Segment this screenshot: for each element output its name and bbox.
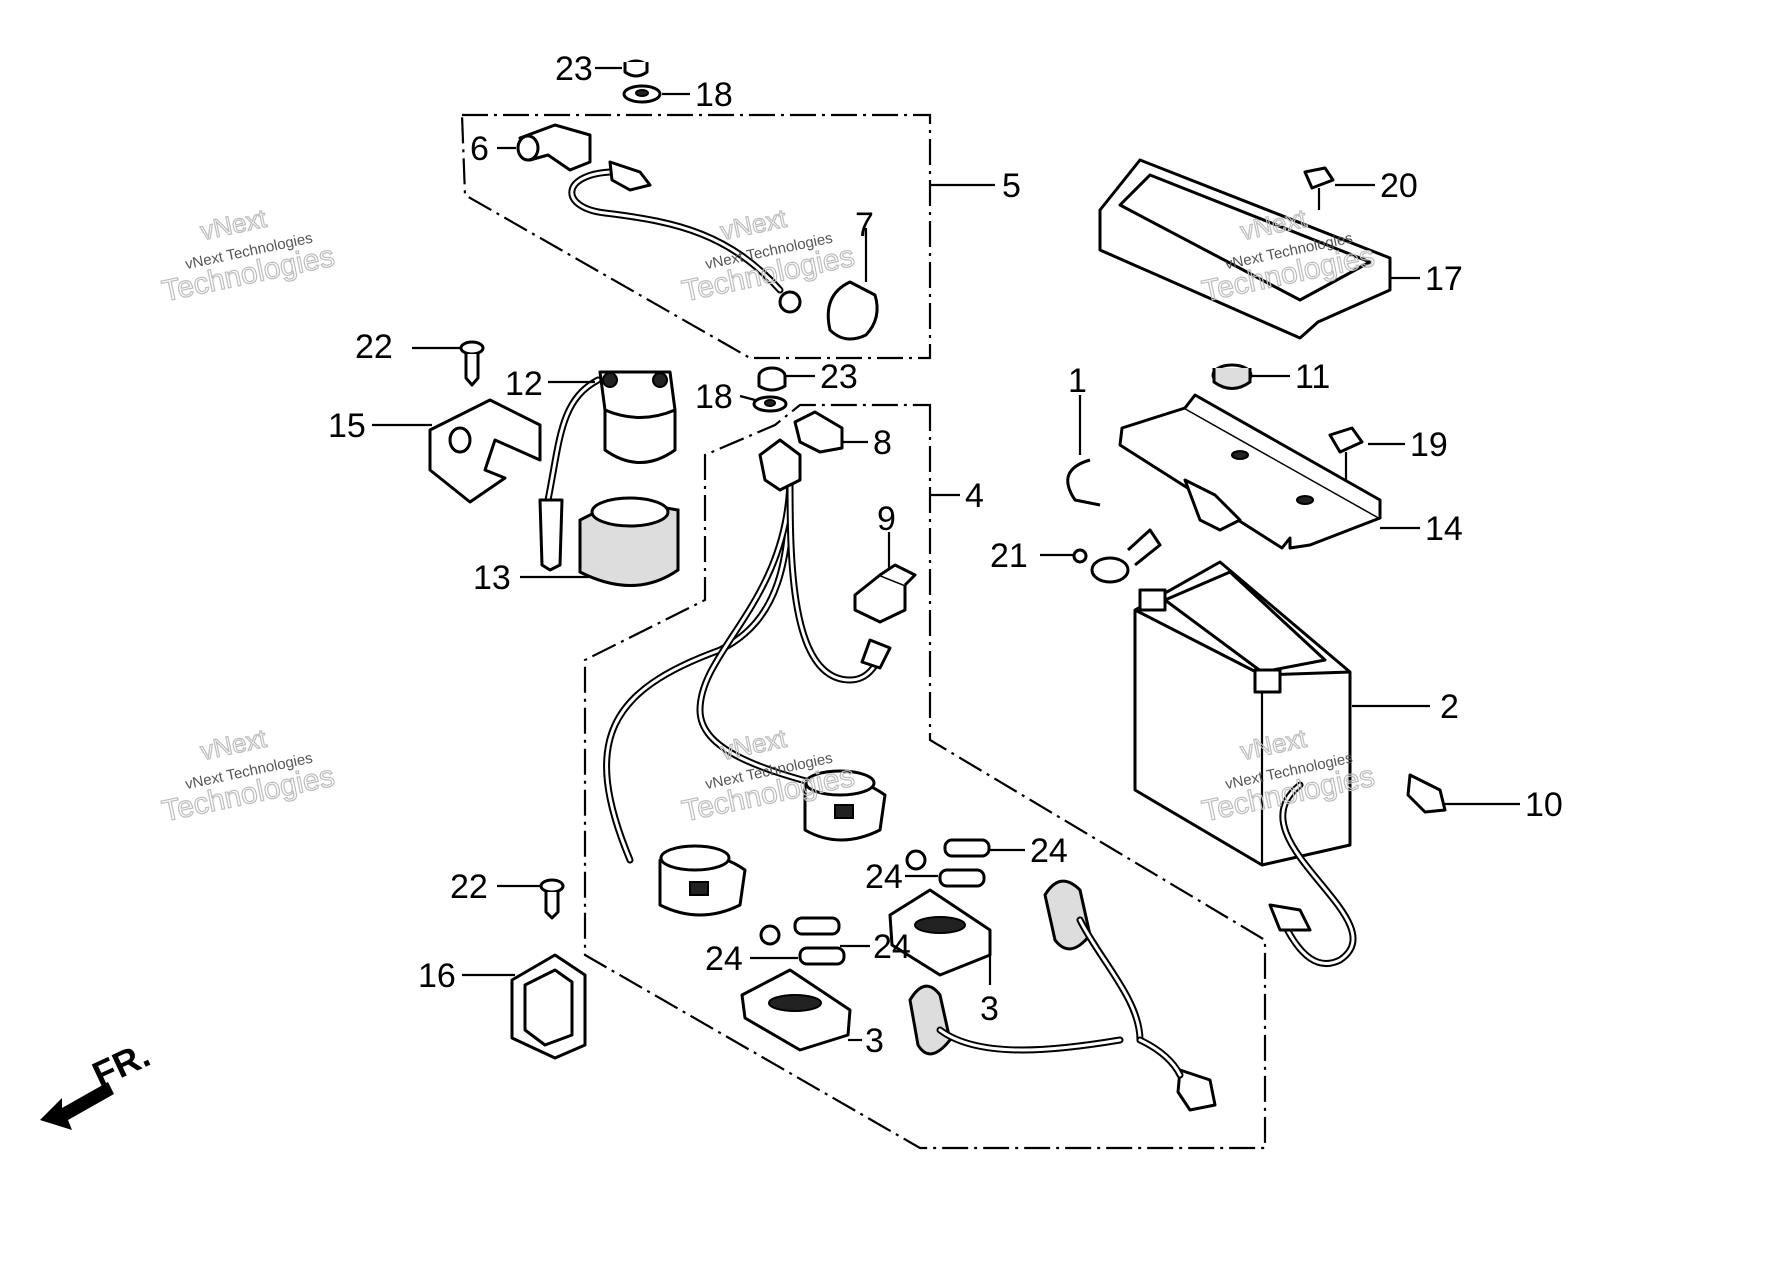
callout-24-a: 24 [1030, 832, 1068, 870]
part-12-starter-relay [538, 370, 677, 572]
callout-19: 19 [1410, 426, 1448, 464]
part-15-bracket [372, 398, 542, 504]
part-24-fuse-a [943, 838, 1025, 858]
part-9-terminal-cover [853, 532, 917, 624]
part-19-bolt [1328, 426, 1405, 480]
callout-16: 16 [418, 957, 456, 995]
part-24-fuse-d [750, 946, 846, 966]
front-label: FR. [86, 1034, 156, 1096]
part-7-boot [826, 228, 879, 341]
part-24-fuse-c [793, 916, 870, 948]
callout-20: 20 [1380, 167, 1418, 205]
callout-3-left: 3 [865, 1022, 884, 1060]
callout-24-b: 24 [865, 858, 903, 896]
callout-15: 15 [328, 407, 366, 445]
callout-2: 2 [1440, 688, 1459, 726]
part-3-fuse-cover-right [888, 888, 992, 985]
part-22-screw-top [412, 340, 485, 387]
part-18-washer-top [622, 84, 690, 104]
fuse-holder-right [803, 769, 927, 871]
part-16-holder [462, 953, 587, 1060]
callout-17: 17 [1425, 260, 1463, 298]
callout-18-mid: 18 [695, 378, 733, 416]
part-2-battery [1133, 560, 1430, 867]
harness-output-wires [936, 916, 1217, 1112]
part-24-fuse-b [905, 868, 986, 888]
group-5-boundary [460, 113, 995, 360]
group-4-boundary [583, 403, 1267, 1150]
harness-grommet-right [1043, 879, 1092, 951]
callout-24-c: 24 [873, 928, 911, 966]
callout-22-bottom: 22 [450, 868, 488, 906]
watermark-4: vNext vNext Technologies Technologies [159, 722, 338, 829]
callout-10: 10 [1525, 786, 1563, 824]
part-11-grommet [1211, 363, 1290, 390]
front-arrow-icon: FR. [40, 1034, 156, 1130]
part-13-rubber-mount [520, 496, 680, 587]
callout-14: 14 [1425, 510, 1463, 548]
part-21-clamp [1040, 528, 1162, 584]
part-8-terminal-cover [793, 410, 868, 454]
part-4-wire-harness [603, 438, 892, 864]
part-23-nut-mid [757, 366, 815, 392]
callout-6: 6 [470, 130, 489, 168]
part-18-washer-mid [739, 394, 788, 413]
callout-18-top: 18 [695, 76, 733, 114]
callout-11: 11 [1295, 358, 1330, 396]
part-1-clip [1066, 395, 1101, 507]
part-6-terminal-cover [497, 123, 592, 172]
callout-5: 5 [1002, 167, 1021, 205]
callout-22-top: 22 [355, 328, 393, 366]
part-5-battery-cable [568, 160, 802, 314]
part-22-screw-bottom [497, 878, 565, 920]
callout-12: 12 [505, 365, 543, 403]
callouts: 23 18 6 5 7 20 17 22 12 23 18 11 1 15 8 … [328, 50, 1563, 1060]
watermark-2: vNext vNext Technologies Technologies [679, 202, 858, 309]
callout-23-top: 23 [555, 50, 593, 88]
fuse-holder-left [658, 844, 781, 946]
part-14-battery-bracket [1118, 393, 1420, 550]
part-20-bolt [1303, 166, 1375, 210]
callout-21: 21 [990, 537, 1028, 575]
part-17-battery-cover [1098, 158, 1420, 340]
watermark-1: vNext vNext Technologies Technologies [159, 202, 338, 309]
harness-grommet-left [908, 984, 952, 1056]
callout-7: 7 [855, 206, 874, 244]
callout-13: 13 [473, 559, 511, 597]
callout-23-mid: 23 [820, 358, 858, 396]
callout-9: 9 [877, 500, 896, 538]
part-3-fuse-cover-left [740, 968, 862, 1052]
callout-3-right: 3 [980, 990, 999, 1028]
callout-4: 4 [965, 477, 984, 515]
part-23-nut-top [595, 59, 649, 78]
callout-8: 8 [873, 424, 892, 462]
callout-24-d: 24 [705, 940, 743, 978]
part-10-ground-cable [1268, 773, 1520, 967]
callout-1: 1 [1068, 362, 1087, 400]
